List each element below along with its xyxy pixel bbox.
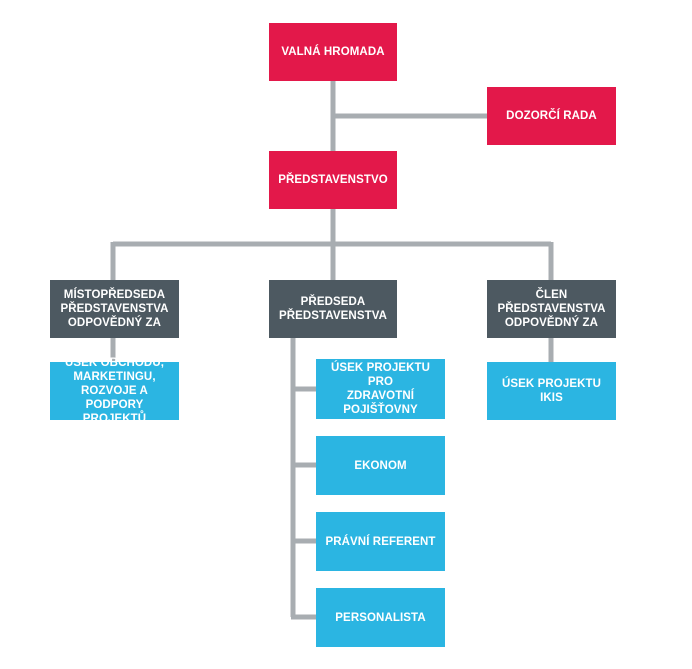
node-predseda: PŘEDSEDA PŘEDSTAVENSTVA	[269, 280, 397, 338]
node-usek-zdravotni: ÚSEK PROJEKTU PRO ZDRAVOTNÍ POJIŠŤOVNY	[316, 359, 445, 419]
node-clen: ČLEN PŘEDSTAVENSTVA ODPOVĚDNÝ ZA	[487, 280, 616, 338]
node-valna-hromada: VALNÁ HROMADA	[269, 23, 397, 81]
node-ekonom: EKONOM	[316, 436, 445, 495]
node-personalista: PERSONALISTA	[316, 588, 445, 647]
node-predstavenstvo: PŘEDSTAVENSTVO	[269, 151, 397, 209]
node-pravni-referent: PRÁVNÍ REFERENT	[316, 512, 445, 571]
node-usek-obchodu: ÚSEK OBCHODU, MARKETINGU, ROZVOJE A PODP…	[50, 357, 179, 425]
node-usek-ikis: ÚSEK PROJEKTU IKIS	[487, 362, 616, 420]
node-dozorci-rada: DOZORČÍ RADA	[487, 87, 616, 145]
node-mistopredseda: MÍSTOPŘEDSEDA PŘEDSTAVENSTVA ODPOVĚDNÝ Z…	[50, 280, 179, 338]
